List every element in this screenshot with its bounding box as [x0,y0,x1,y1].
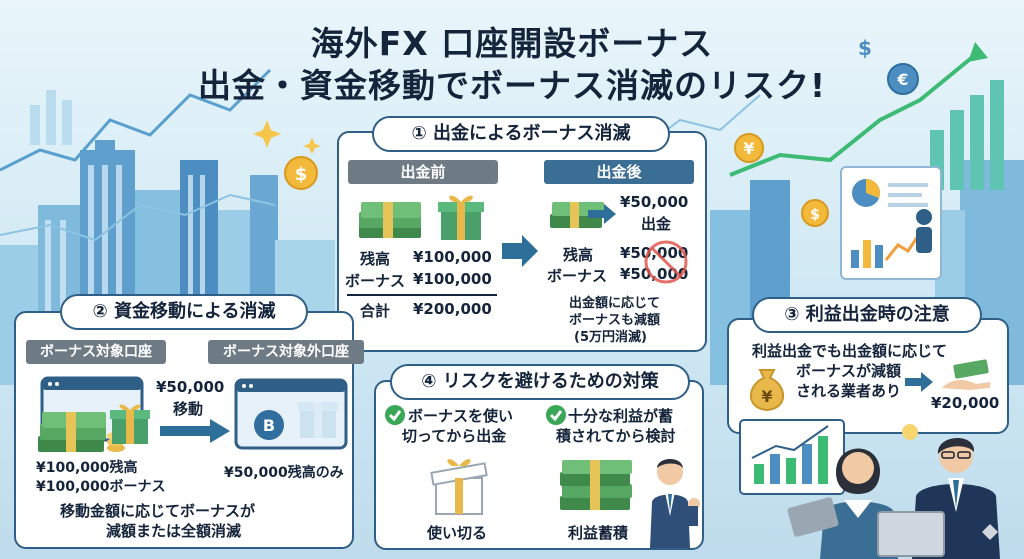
tip2-line1: 十分な利益が蓄 [568,407,674,425]
yen-coin-icon: ¥ [734,133,764,163]
bonus-account-tag: ボーナス対象口座 [26,340,166,364]
profit-cash-stack-icon [560,460,632,510]
businessman-thumbs-up-icon [650,459,700,548]
section3-heading: ③ 利益出金時の注意 [752,297,982,333]
after-balance-label: 残高 [563,246,594,264]
transfer-amount: ¥50,000 [156,378,225,396]
svg-text:€: € [896,70,908,89]
transfer-arrow-icon [160,419,230,443]
after-withdraw-tag: 出金後 [544,160,694,184]
svg-text:¥: ¥ [761,387,772,406]
section3-note-line1: 利益出金でも出金額に応じて [752,342,948,360]
withdraw-amount: ¥50,000 [620,193,689,211]
after-balance-value: ¥50,000 [620,244,689,262]
before-total-label: 合計 [360,302,391,320]
dollar-coin-small-icon: $ [801,199,829,227]
before-bonus-label: ボーナス [345,272,406,290]
non-bonus-account-tag: ボーナス対象外口座 [208,340,364,364]
section4-heading: ④ リスクを避けるための対策 [390,364,690,400]
right-arrow-icon [502,235,538,267]
gift-box-icon [438,195,484,240]
after-note-line1: 出金額に応じて [569,296,661,311]
section3-note-line2: ボーナスが減額 [796,362,902,380]
caption-profit-accumulation: 利益蓄積 [568,524,629,542]
section3-amount: ¥20,000 [931,394,1000,412]
cash-stack-icon [359,202,421,238]
open-gift-box-icon [430,459,488,515]
after-bonus-label: ボーナス [547,267,608,285]
section3-note-line3: される業者あり [796,382,902,400]
section2-note-line2: 減額または全額消滅 [106,522,242,540]
gift-box-small-icon [110,404,150,444]
report-document-icon [840,166,942,280]
profit-arrow-icon [905,372,933,392]
dollar-coin-icon: $ [284,156,318,190]
section2-heading: ② 資金移動による消滅 [60,294,308,330]
section1-heading: ① 出金によるボーナス消滅 [372,116,670,152]
money-bag-icon: ¥ [750,369,784,412]
before-balance-label: 残高 [360,250,391,268]
transfer-label: 移動 [173,400,204,418]
source-balance-text: ¥100,000残高 [36,460,138,476]
svg-text:$: $ [295,164,308,185]
account-b-badge: B [254,410,284,440]
caption-use-up: 使い切る [427,524,488,542]
tip1-line2: 切ってから出金 [402,427,507,445]
total-divider [347,294,497,296]
withdraw-label: 出金 [641,215,672,233]
check-icon [385,405,405,425]
after-note-line2: ボーナスも減額 [569,313,661,328]
section2-note-line1: 移動金額に応じてボーナスが [60,502,256,520]
euro-coin-icon: € [887,63,919,95]
hand-receiving-cash-icon [942,359,990,390]
business-people-illustration [739,419,1000,559]
svg-text:¥: ¥ [743,139,754,158]
page-subtitle: 出金・資金移動でボーナス消滅のリスク! [197,66,827,105]
before-withdraw-tag: 出金前 [348,160,498,184]
after-note-line3: (5万円消滅) [574,330,647,345]
tip2-line2: 積されてから検討 [556,427,676,445]
svg-text:B: B [263,416,275,435]
before-bonus-value: ¥100,000 [413,270,492,288]
after-bonus-value: ¥50,000 [620,265,689,283]
target-balance-text: ¥50,000残高のみ [224,465,344,481]
source-bonus-text: ¥100,000ボーナス [36,479,166,495]
check-icon-2 [546,405,566,425]
svg-text:$: $ [810,207,820,223]
before-total-value: ¥200,000 [413,300,492,318]
before-balance-value: ¥100,000 [413,248,492,266]
dollar-sign-icon: $ [858,36,872,60]
page-title: 海外FX 口座開設ボーナス [310,24,714,63]
tip1-line1: ボーナスを使い [408,407,514,425]
prohibited-icon [644,240,688,284]
withdraw-arrow-icon [588,204,616,224]
